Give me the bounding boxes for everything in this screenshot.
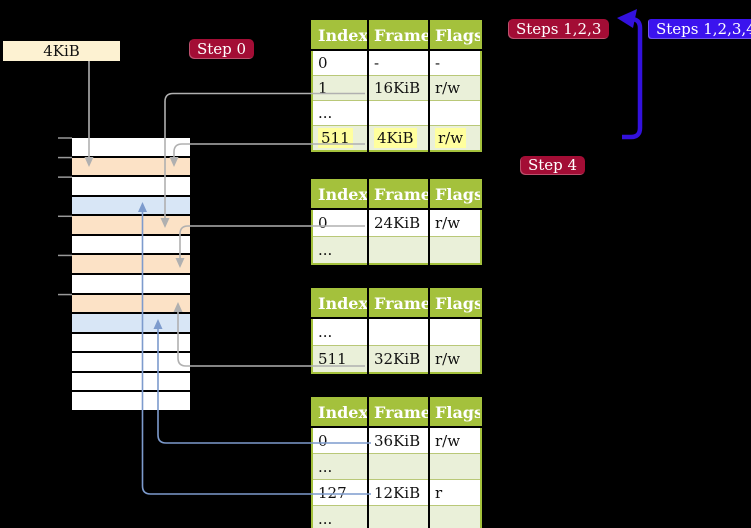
memory-row-orange — [72, 157, 190, 178]
column-header-index: Index — [312, 21, 369, 51]
table-cell — [368, 505, 430, 528]
table-row: ... — [312, 505, 481, 528]
column-header-frame: Frame — [368, 289, 430, 319]
table-row: ... — [312, 100, 481, 126]
memory-row-orange — [72, 216, 190, 236]
table-cell: 511 — [312, 125, 369, 151]
table-cell: - — [368, 50, 430, 76]
table-cell: 36KiB — [368, 427, 430, 454]
table-cell: 0 — [312, 427, 369, 454]
column-header-frame: Frame — [368, 21, 430, 51]
table-cell: r/w — [435, 214, 461, 232]
table-cell: r — [429, 479, 481, 506]
memory-row-blue — [72, 196, 190, 217]
table-row: ... — [312, 453, 481, 480]
column-header-flags: Flags — [429, 398, 481, 428]
table-cell — [368, 453, 430, 480]
memory-row-white — [72, 235, 190, 256]
table-cell: 127 — [312, 479, 369, 506]
table-cell: ... — [312, 318, 369, 346]
memory-row-blue — [72, 314, 190, 334]
memory-row-orange — [72, 255, 190, 275]
table-cell: 0 — [312, 209, 369, 237]
memory-row-white — [72, 177, 190, 197]
table-cell: ... — [312, 453, 369, 480]
table-cell: ... — [312, 100, 369, 126]
table-row: ... — [312, 236, 481, 264]
table-cell — [368, 100, 430, 126]
memory-row-white — [72, 138, 190, 158]
table-cell: 0 — [312, 50, 369, 76]
steps-123-badge: Steps 1,2,3 — [508, 19, 610, 39]
memory-row-white — [72, 353, 190, 373]
table-cell — [429, 318, 481, 346]
table-cell: 32KiB — [368, 345, 430, 373]
column-header-index: Index — [312, 289, 369, 319]
memory-row-orange — [72, 294, 190, 315]
highlighted-value: r/w — [435, 128, 467, 148]
column-header-index: Index — [312, 398, 369, 428]
column-header-flags: Flags — [429, 289, 481, 319]
table-cell — [429, 453, 481, 480]
recursive-loop-arrowhead-icon — [617, 9, 637, 28]
table-cell — [429, 100, 481, 126]
recursive-loop-arrow — [622, 16, 643, 140]
highlighted-value: 511 — [318, 128, 353, 148]
memory-row-white — [72, 274, 190, 295]
table-row: 511 4KiB r/w — [312, 125, 481, 151]
step0-badge: Step 0 — [189, 39, 255, 59]
column-header-index: Index — [312, 180, 369, 210]
memory-address-box: 4KiB — [3, 41, 120, 61]
step4-badge: Step 4 — [520, 156, 586, 175]
table-cell: r/w — [429, 345, 481, 373]
table-cell: 511 — [312, 345, 369, 373]
table-cell: ... — [312, 236, 369, 264]
table-cell — [429, 236, 481, 264]
table-cell — [368, 236, 430, 264]
table-cell: 12KiB — [368, 479, 430, 506]
table-cell: 4KiB — [368, 125, 430, 151]
table-cell — [429, 505, 481, 528]
table-row: 0-- — [312, 50, 481, 76]
memory-row-white — [72, 392, 190, 412]
table-cell: r/w — [429, 125, 481, 151]
table-cell: - — [435, 54, 441, 72]
table-cell: ... — [312, 505, 369, 528]
memory-row-white — [72, 372, 190, 393]
table-row: ... — [312, 318, 481, 346]
table-cell: r/w — [435, 431, 461, 450]
table-cell — [368, 318, 430, 346]
table-cell: r/w — [429, 75, 481, 101]
steps-1234-badge: Steps 1,2,3,4 — [648, 19, 751, 39]
column-header-frame: Frame — [368, 398, 430, 428]
column-header-flags: Flags — [429, 21, 481, 51]
table-cell: 24KiB — [368, 209, 430, 237]
column-header-flags: Flags — [429, 180, 481, 210]
table-cell: 1 — [312, 75, 369, 101]
memory-row-white — [72, 333, 190, 354]
physical-memory-column — [72, 138, 190, 412]
column-header-frame: Frame — [368, 180, 430, 210]
highlighted-value: 4KiB — [374, 128, 417, 148]
table-cell: 16KiB — [368, 75, 430, 101]
